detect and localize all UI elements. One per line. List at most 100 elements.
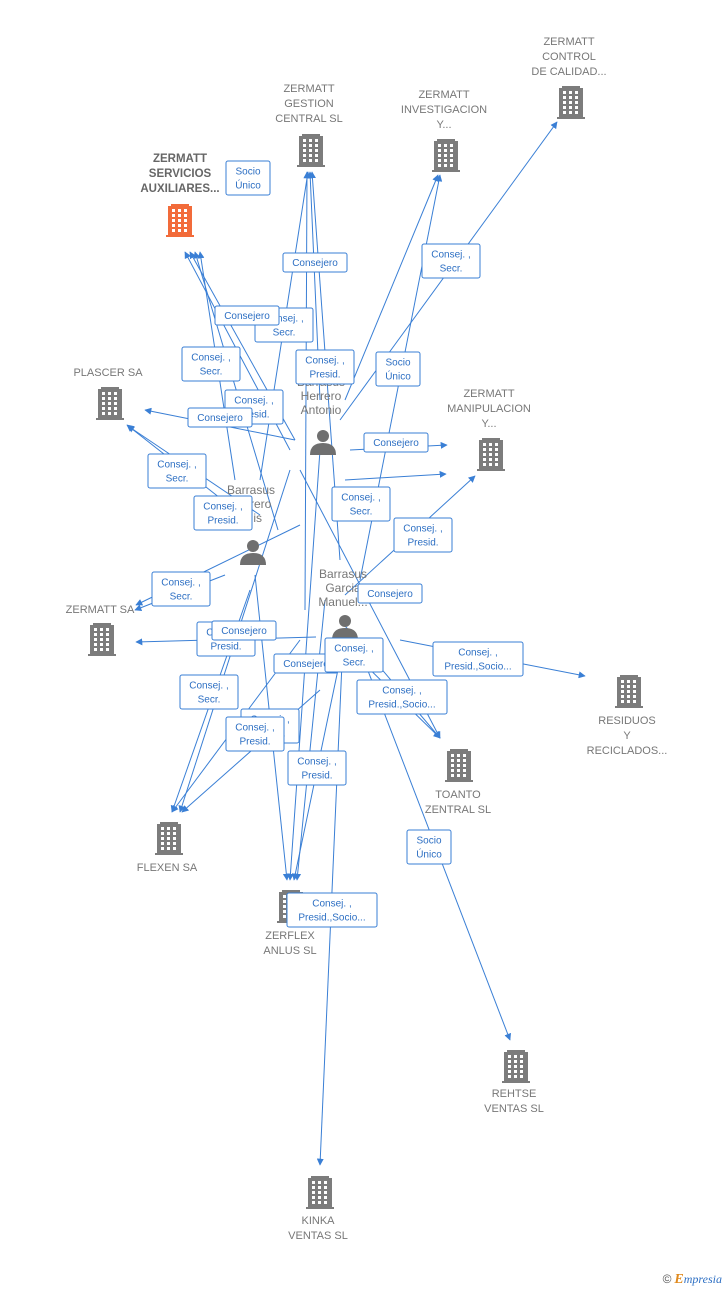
- relation-text: Presid.: [239, 737, 270, 748]
- relation-box: [375, 351, 421, 387]
- company-label: RESIDUOS: [598, 715, 655, 727]
- company-label: ZERMATT: [463, 388, 514, 400]
- company-label: ZERMATT: [153, 153, 207, 165]
- relation-text: Secr.: [166, 474, 189, 485]
- company-label: CONTROL: [542, 51, 596, 63]
- relation-box: [282, 252, 348, 273]
- building-icon: [615, 675, 643, 708]
- relation-box: [179, 674, 239, 710]
- relation-box: [421, 243, 481, 279]
- relation-edge: [344, 470, 447, 481]
- relation-text: Presid.: [207, 516, 238, 527]
- relation-label[interactable]: Consejero: [211, 620, 277, 641]
- relation-text: Consej. ,: [234, 396, 273, 407]
- relation-box: [147, 453, 207, 489]
- relation-edge: [303, 171, 311, 611]
- relation-text: Secr.: [170, 592, 193, 603]
- company-node-plascer[interactable]: PLASCER SA: [73, 367, 143, 420]
- relation-label[interactable]: Consej. ,Secr.: [331, 486, 391, 522]
- relation-text: Secr.: [440, 264, 463, 275]
- relation-box: [193, 495, 253, 531]
- person-label: Barrasus: [319, 567, 367, 581]
- relation-text: Consej. ,: [382, 686, 421, 697]
- company-node-servicios[interactable]: ZERMATT SERVICIOS AUXILIARES...: [140, 153, 220, 237]
- relation-label[interactable]: Consej. , Presid.: [193, 495, 253, 531]
- relation-text: Socio: [235, 167, 260, 178]
- relation-label[interactable]: Consej. , Secr.: [421, 243, 481, 279]
- building-icon: [557, 86, 585, 119]
- relation-box: [151, 571, 211, 607]
- relation-box: [187, 407, 253, 428]
- person-label: Antonio: [301, 403, 342, 417]
- relation-label[interactable]: Consej. ,Presid.,Socio...: [356, 679, 448, 715]
- company-label: ZERMATT: [543, 36, 594, 48]
- relation-box: [331, 486, 391, 522]
- relation-text: Consej. ,: [264, 314, 303, 325]
- relation-label[interactable]: Consejero: [357, 583, 423, 604]
- relation-box: [211, 620, 277, 641]
- building-icon: [432, 139, 460, 172]
- company-label: PLASCER SA: [73, 367, 143, 379]
- relation-text: Consej. ,: [235, 723, 274, 734]
- relation-label[interactable]: Consejero: [214, 305, 280, 326]
- relation-text: Consejero: [367, 589, 413, 600]
- company-node-flexen[interactable]: FLEXEN SA: [137, 822, 198, 874]
- company-node-zermattsa[interactable]: ZERMATT SA: [66, 604, 135, 656]
- company-label: ZERMATT: [418, 89, 469, 101]
- company-label: SERVICIOS: [149, 168, 212, 180]
- relation-box: [324, 637, 384, 673]
- person-node-manuel[interactable]: BarrasusGarciaManuel...: [318, 567, 368, 640]
- company-label: Y: [623, 730, 631, 742]
- relation-text: Consej. ,: [334, 644, 373, 655]
- relation-text: Presid.,Socio...: [444, 662, 511, 673]
- relation-label[interactable]: Consej. , Presid.: [225, 716, 285, 752]
- company-node-residuos[interactable]: RESIDUOSYRECICLADOS...: [587, 675, 668, 757]
- relation-text: Secr.: [343, 658, 366, 669]
- relation-label[interactable]: Consejero: [187, 407, 253, 428]
- relation-text: Consejero: [221, 626, 267, 637]
- relation-edge: [294, 599, 326, 881]
- relation-label[interactable]: Consej. ,Presid.: [295, 349, 355, 385]
- company-label: GESTION: [284, 98, 334, 110]
- relation-text: Consej. ,: [203, 502, 242, 513]
- person-node-antonio[interactable]: BarrasusHerreroAntonio: [297, 375, 345, 455]
- relation-label[interactable]: Consejero: [282, 252, 348, 273]
- relation-text: Socio: [416, 836, 441, 847]
- relation-text: Consejero: [283, 659, 329, 670]
- relation-label[interactable]: Consej. ,Secr.: [151, 571, 211, 607]
- relation-label[interactable]: Consej. ,Secr.: [147, 453, 207, 489]
- relation-text: Consej. ,: [191, 353, 230, 364]
- relation-box: [393, 517, 453, 553]
- relation-label[interactable]: Consejero: [363, 432, 429, 453]
- relation-text: Secr.: [200, 367, 223, 378]
- relation-label[interactable]: Consej. , Secr.: [181, 346, 241, 382]
- company-label: AUXILIARES...: [140, 183, 219, 195]
- relation-label[interactable]: Consej. ,Secr.: [179, 674, 239, 710]
- person-icon: [332, 615, 358, 640]
- company-node-investigacion[interactable]: ZERMATTINVESTIGACIONY...: [401, 89, 487, 172]
- relation-text: Único: [385, 370, 411, 383]
- relation-label[interactable]: Consej. ,Presid.: [287, 750, 347, 786]
- building-icon: [445, 749, 473, 782]
- relation-text: Consej. ,: [431, 250, 470, 261]
- relation-label[interactable]: Consej. ,Presid.: [393, 517, 453, 553]
- relation-edge: [344, 174, 439, 401]
- company-label: ZERMATT: [283, 83, 334, 95]
- relation-label[interactable]: Consej. ,Presid.,Socio...: [286, 892, 378, 928]
- relation-label[interactable]: Consej. , Secr.: [324, 637, 384, 673]
- relation-text: Presid.: [309, 370, 340, 381]
- copyright-icon: ©: [662, 1272, 672, 1286]
- relation-text: Presid.: [210, 642, 241, 653]
- company-node-manipulacion[interactable]: ZERMATTMANIPULACIONY...: [447, 388, 531, 471]
- relation-label[interactable]: Consej. ,Presid.,Socio...: [432, 641, 524, 677]
- relation-text: Consej. ,: [297, 757, 336, 768]
